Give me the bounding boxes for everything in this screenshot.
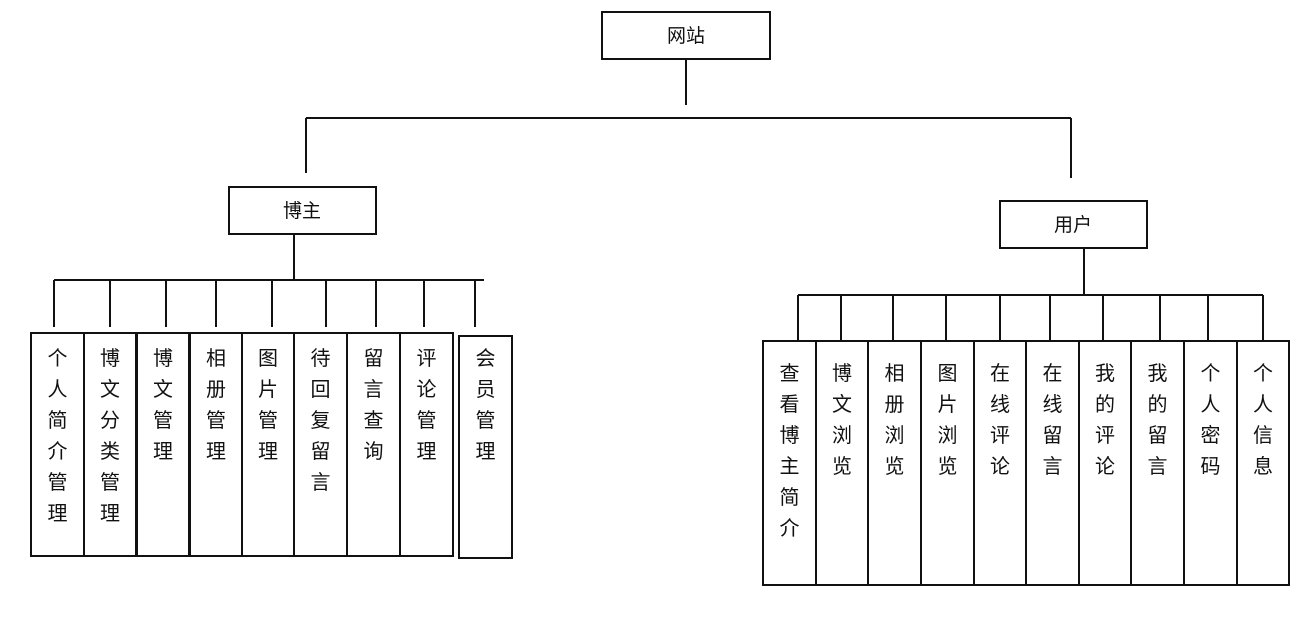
blogger-function-item: 博文分类管理 (83, 332, 137, 557)
blogger-function-label: 评论管理 (417, 346, 437, 463)
user-function-box (815, 340, 869, 586)
connector-lines (53, 59, 1264, 340)
blogger-function-item: 相册管理 (189, 332, 243, 557)
branch-node-user-box (999, 200, 1148, 249)
blogger-function-box (136, 332, 190, 557)
blogger-function-label: 相册管理 (206, 346, 226, 463)
user-function-box (920, 340, 975, 586)
user-function-box (1025, 340, 1080, 586)
blogger-function-item: 博文管理 (136, 332, 190, 557)
root-node-box (601, 11, 771, 60)
user-function-item: 在线留言 (1025, 340, 1080, 586)
user-function-item: 查看博主简介 (762, 340, 817, 586)
blogger-function-label: 会员管理 (476, 346, 496, 463)
blogger-function-item: 评论管理 (399, 332, 454, 557)
user-function-label: 在线留言 (1043, 361, 1063, 478)
user-function-label: 在线评论 (990, 361, 1010, 478)
user-function-box (1183, 340, 1238, 586)
user-function-list: 查看博主简介 博文浏览 相册浏览 图片浏览 在线评论 在线留言 我的评论 我的留言 个人密码 个人… (762, 340, 1290, 586)
user-function-label: 查看博主简介 (780, 361, 800, 540)
user-function-item: 博文浏览 (815, 340, 869, 586)
user-function-label: 我的评论 (1095, 361, 1115, 478)
blogger-function-box (293, 332, 348, 557)
user-function-item: 我的留言 (1130, 340, 1185, 586)
blogger-function-box (399, 332, 454, 557)
blogger-function-list: 个人简介管理 博文分类管理 博文管理 相册管理 图片管理 待回复留言 留言查询 评论管理 会员管… (30, 332, 513, 559)
blogger-function-box (30, 332, 85, 557)
user-function-item: 个人密码 (1183, 340, 1238, 586)
blogger-function-box (83, 332, 137, 557)
branch-node-blogger-box (228, 186, 377, 235)
user-function-item: 相册浏览 (867, 340, 922, 586)
blogger-function-box (458, 335, 513, 559)
blogger-function-item: 会员管理 (458, 335, 513, 559)
blogger-function-label: 留言查询 (364, 346, 384, 463)
blogger-function-box (189, 332, 243, 557)
user-function-item: 个人信息 (1236, 340, 1290, 586)
user-function-label: 我的留言 (1148, 361, 1168, 478)
user-function-label: 个人密码 (1201, 361, 1221, 478)
user-function-item: 在线评论 (973, 340, 1027, 586)
branch-node-blogger: 博主 (228, 186, 377, 235)
user-function-box (1236, 340, 1290, 586)
blogger-function-item: 图片管理 (241, 332, 295, 557)
blogger-function-item: 待回复留言 (293, 332, 348, 557)
root-node-label: 网站 (667, 25, 705, 47)
branch-node-user: 用户 (999, 200, 1148, 249)
blogger-function-box (241, 332, 295, 557)
user-function-label: 图片浏览 (938, 361, 958, 478)
blogger-function-item: 留言查询 (346, 332, 401, 557)
user-function-label: 相册浏览 (885, 361, 905, 478)
user-function-box (867, 340, 922, 586)
blogger-function-label: 图片管理 (258, 346, 278, 463)
branch-node-user-label: 用户 (1054, 214, 1092, 236)
blogger-function-label: 待回复留言 (311, 346, 331, 494)
blogger-function-label: 个人简介管理 (48, 346, 68, 525)
blogger-function-label: 博文管理 (153, 346, 173, 463)
branch-node-blogger-label: 博主 (283, 200, 321, 222)
user-function-box (1078, 340, 1132, 586)
blogger-function-item: 个人简介管理 (30, 332, 85, 557)
user-function-label: 个人信息 (1253, 361, 1273, 478)
root-node: 网站 (601, 11, 771, 60)
blogger-function-label: 博文分类管理 (100, 346, 120, 525)
user-function-item: 我的评论 (1078, 340, 1132, 586)
user-function-item: 图片浏览 (920, 340, 975, 586)
user-function-box (1130, 340, 1185, 586)
user-function-label: 博文浏览 (832, 361, 852, 478)
